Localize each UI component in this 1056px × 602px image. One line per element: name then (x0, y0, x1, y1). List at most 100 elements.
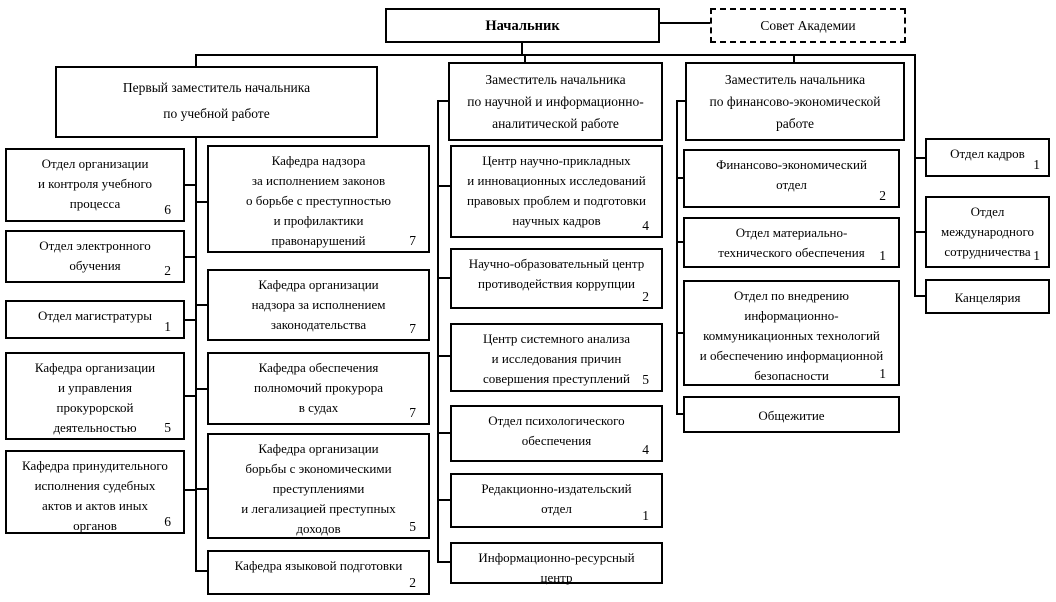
education-unit-box: Кафедра принудительного исполнения судеб… (5, 450, 185, 534)
connector-line (195, 304, 207, 306)
org-unit-label: Отдел магистратуры (37, 308, 152, 323)
staff-count: 2 (164, 263, 171, 278)
staff-count: 7 (409, 321, 416, 336)
finance-unit-box: Отдел по внедрению информационно- коммун… (683, 280, 900, 386)
connector-line (195, 570, 207, 572)
staff-count: 4 (642, 218, 649, 233)
staff-count: 1 (642, 508, 649, 523)
connector-line (676, 177, 683, 179)
org-unit-label: Отдел международного сотрудничества (940, 204, 1035, 259)
connector-line (914, 295, 925, 297)
connector-line (437, 100, 450, 102)
connector-line (437, 432, 450, 434)
org-unit-label: Кафедра надзора за исполнением законов о… (246, 153, 391, 248)
staff-count: 6 (164, 514, 171, 529)
org-unit-label: Отдел по внедрению информационно- коммун… (699, 288, 884, 383)
staff-count: 1 (879, 248, 886, 263)
org-unit-label: Кафедра организации надзора за исполнени… (251, 277, 386, 332)
connector-line (437, 499, 450, 501)
org-unit-label: Кафедра принудительного исполнения судеб… (22, 458, 168, 533)
deputy-label: Заместитель начальника по финансово-экон… (709, 72, 881, 131)
box-deputy-finance: Заместитель начальника по финансово-экон… (685, 62, 905, 141)
staff-count: 6 (164, 202, 171, 217)
head-unit-box: Отдел международного сотрудничества 1 (925, 196, 1050, 268)
education-unit-box: Отдел электронного обучения 2 (5, 230, 185, 283)
finance-unit-box: Отдел материально- технического обеспече… (683, 217, 900, 268)
connector-line (660, 22, 710, 24)
connector-line (185, 256, 197, 258)
connector-line (185, 319, 197, 321)
org-unit-label: Отдел психологического обеспечения (488, 413, 625, 448)
staff-count: 1 (879, 366, 886, 381)
education-unit-box: Отдел организации и контроля учебного пр… (5, 148, 185, 222)
org-unit-label: Кафедра обеспечения полномочий прокурора… (254, 360, 383, 415)
connector-line (185, 489, 197, 491)
connector-line (195, 54, 197, 67)
org-unit-label: Кафедра организации и управления прокуро… (34, 360, 156, 435)
science-unit-box: Научно-образовательный центр противодейс… (450, 248, 663, 309)
connector-line (195, 201, 207, 203)
education-department-box: Кафедра языковой подготовки 2 (207, 550, 430, 595)
org-unit-label: Отдел кадров (950, 146, 1025, 161)
org-unit-label: Научно-образовательный центр противодейс… (468, 256, 645, 291)
connector-line (914, 54, 916, 297)
head-unit-box: Отдел кадров 1 (925, 138, 1050, 177)
org-unit-label: Центр системного анализа и исследования … (482, 331, 631, 386)
connector-line (676, 241, 683, 243)
org-unit-label: Информационно-ресурсный центр (478, 550, 635, 585)
connector-line (676, 413, 683, 415)
science-unit-box: Центр системного анализа и исследования … (450, 323, 663, 392)
deputy-label: Первый заместитель начальника по учебной… (122, 80, 311, 121)
org-unit-label: Редакционно-издательский отдел (481, 481, 632, 516)
deputy-label: Заместитель начальника по научной и инфо… (467, 72, 644, 131)
connector-line (437, 277, 450, 279)
connector-line (793, 54, 795, 63)
staff-count: 1 (1033, 157, 1040, 172)
org-unit-label: Центр научно-прикладных и инновационных … (466, 153, 647, 228)
connector-line (437, 561, 450, 563)
connector-line (437, 100, 439, 563)
staff-count: 5 (409, 519, 416, 534)
connector-line (676, 100, 685, 102)
org-unit-label: Отдел материально- технического обеспече… (718, 225, 865, 260)
connector-line (185, 184, 197, 186)
connector-line (437, 185, 450, 187)
staff-count: 2 (879, 188, 886, 203)
org-unit-label: Финансово-экономический отдел (716, 157, 867, 192)
box-head-label: Начальник (485, 17, 560, 34)
science-unit-box: Редакционно-издательский отдел 1 (450, 473, 663, 528)
education-department-box: Кафедра организации надзора за исполнени… (207, 269, 430, 341)
staff-count: 7 (409, 233, 416, 248)
org-unit-label: Кафедра организации борьбы с экономическ… (241, 441, 396, 536)
education-department-box: Кафедра надзора за исполнением законов о… (207, 145, 430, 253)
org-unit-label: Отдел организации и контроля учебного пр… (37, 156, 153, 211)
connector-line (195, 388, 207, 390)
connector-line (676, 100, 678, 415)
connector-line (437, 355, 450, 357)
science-unit-box: Отдел психологического обеспечения 4 (450, 405, 663, 462)
staff-count: 5 (642, 372, 649, 387)
finance-unit-box: Общежитие (683, 396, 900, 433)
connector-line (185, 395, 197, 397)
science-unit-box: Центр научно-прикладных и инновационных … (450, 145, 663, 238)
box-head: Начальник (385, 8, 660, 43)
staff-count: 5 (164, 420, 171, 435)
academy-council-label: Совет Академии (760, 17, 856, 33)
staff-count: 7 (409, 405, 416, 420)
connector-line (524, 54, 526, 63)
head-unit-box: Канцелярия (925, 279, 1050, 314)
staff-count: 1 (1033, 248, 1040, 263)
finance-unit-box: Финансово-экономический отдел 2 (683, 149, 900, 208)
education-department-box: Кафедра обеспечения полномочий прокурора… (207, 352, 430, 425)
connector-line (676, 332, 683, 334)
org-unit-label: Отдел электронного обучения (39, 238, 151, 273)
org-unit-label: Канцелярия (954, 290, 1021, 305)
staff-count: 2 (409, 575, 416, 590)
education-unit-box: Отдел магистратуры 1 (5, 300, 185, 339)
org-unit-label: Общежитие (758, 408, 825, 423)
connector-line (914, 157, 925, 159)
connector-line (195, 54, 916, 56)
education-department-box: Кафедра организации борьбы с экономическ… (207, 433, 430, 539)
education-unit-box: Кафедра организации и управления прокуро… (5, 352, 185, 440)
